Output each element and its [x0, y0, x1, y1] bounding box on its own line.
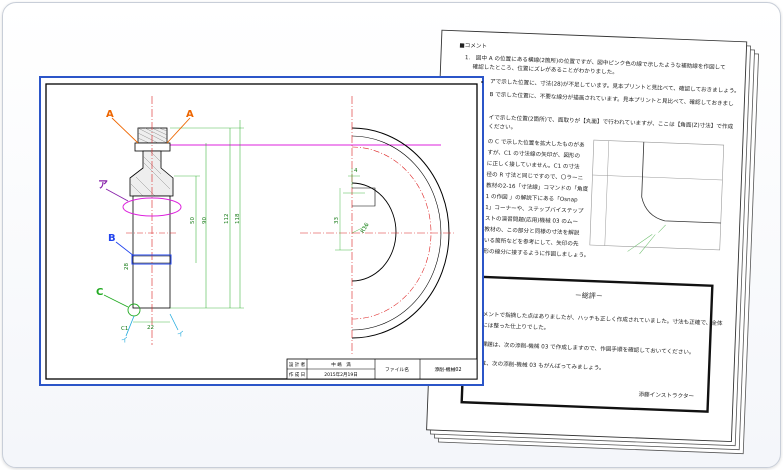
date-label: 作 成 日 [289, 371, 305, 378]
dim-90: 90 [202, 217, 208, 224]
label-i-right: イ [177, 330, 184, 338]
dim-112: 112 [224, 214, 230, 225]
comment-item-5-line: すが、C1 の寸法線の矢印が、図形の [487, 148, 581, 160]
file-name: 添削-機械02 [434, 366, 461, 373]
review-box: －総評－ コメントで指摘した点はありましたが、ハッチも正しく作成されていました。… [460, 275, 723, 413]
comment-item-4b: ください。 [488, 123, 516, 131]
label-ya: ア [98, 179, 108, 191]
file-label: ファイル名 [385, 366, 409, 373]
review-line: 的には整った仕上りでした。 [477, 321, 550, 332]
dim-22: 22 [147, 325, 154, 331]
comment-item-5-line: いる箇所などを参考にして、矢印の先 [484, 236, 579, 248]
annotation-a-left: A [106, 109, 139, 144]
comment-sheet: ■コメント 1. 図中 A の位置にある横線(2箇所)の位置ですが、図中ピンク色… [426, 29, 748, 443]
comment-item-5-line: 教材の、この部分と同様の寸法を解説 [484, 225, 580, 237]
label-c: C [96, 287, 103, 298]
dim-4: 4 [354, 168, 358, 174]
dim-r16: R16 [360, 222, 371, 235]
annotation-i: イ イ [121, 313, 184, 344]
label-a: A [106, 109, 114, 120]
designer-label: 設 計 者 [289, 361, 306, 368]
review-title: －総評－ [575, 290, 603, 300]
dim-28: 28 [124, 263, 130, 270]
drawing-sheet: 4 33 R16 [39, 76, 484, 386]
label-a-right: A [186, 109, 194, 120]
comment-item-5-line: の C で示した位置を拡大したものがあ [488, 137, 586, 149]
annotation-a-right: A [166, 109, 194, 144]
dim-118: 118 [235, 213, 241, 224]
label-i-left: イ [121, 336, 128, 344]
date-value: 2015年2月19日 [324, 371, 358, 378]
annotation-ya: ア [98, 179, 182, 217]
comment-heading: ■コメント [459, 42, 487, 50]
comment-item-5-line: に正しく接していません。C1 の寸法 [487, 159, 580, 171]
comment-item-5-line: 径の R 寸法と同じですので、〇ラーニ [486, 170, 583, 182]
front-section-view: 50 90 112 118 22 28 C1 [121, 96, 244, 345]
review-signature: 添藤インストラクター [638, 390, 694, 400]
title-block: 設 計 者 中 嶋 満 作 成 日 2015年2月19日 ファイル名 添削-機械… [286, 358, 478, 380]
dim-50: 50 [190, 217, 196, 224]
comment-item-5-line: 1 の作図 」の解説下にある「Osnap [485, 192, 578, 204]
dim-33: 33 [334, 217, 340, 224]
comment-item-5-line: ストの演習問題(応用)機械 03 のムー [485, 214, 579, 226]
comment-item-5-line: 教材の2-16「寸法線」コマンドの「角度 [486, 181, 589, 193]
annotation-b: B [108, 233, 172, 265]
label-b: B [108, 233, 116, 244]
dim-c1: C1 [121, 326, 128, 332]
side-view-circle: 4 33 R16 [300, 96, 455, 356]
designer-name: 中 嶋 満 [331, 361, 351, 368]
comment-item-5-line: 1」コーナーや、ステップバイステップ [485, 203, 584, 215]
zoomed-detail-figure [589, 139, 725, 255]
